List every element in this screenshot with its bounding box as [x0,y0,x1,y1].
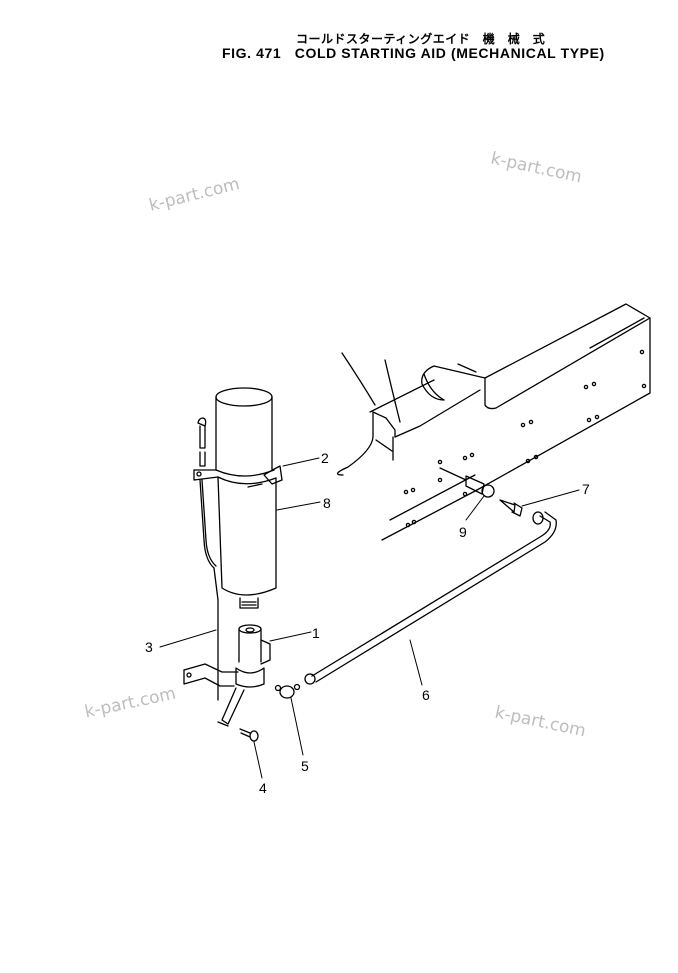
bolt-part-4 [239,728,259,742]
callout-8: 8 [323,495,331,511]
tube-part-6 [304,511,557,685]
cylinder-can-part-8 [215,387,277,609]
callout-1: 1 [312,625,320,641]
callout-9: 9 [459,524,467,540]
figure-title: FIG. 471 COLD STARTING AID (MECHANICAL T… [222,45,605,61]
engine-frame [336,303,651,541]
nozzle-part-7 [499,499,523,517]
leader-lines [159,457,580,779]
callout-5: 5 [301,758,309,774]
callout-3: 3 [145,639,153,655]
callout-2: 2 [321,450,329,466]
callout-7: 7 [582,481,590,497]
valve-body-part-1 [183,624,271,727]
control-cable-part-3 [197,417,219,701]
adapter-part-9 [439,467,495,498]
title-japanese: コールドスターティングエイド 機 械 式 [296,32,546,46]
callout-6: 6 [422,687,430,703]
callout-4: 4 [259,780,267,796]
clamp-band-part-2 [193,465,283,488]
nipple-fitting-part-5 [274,683,301,699]
